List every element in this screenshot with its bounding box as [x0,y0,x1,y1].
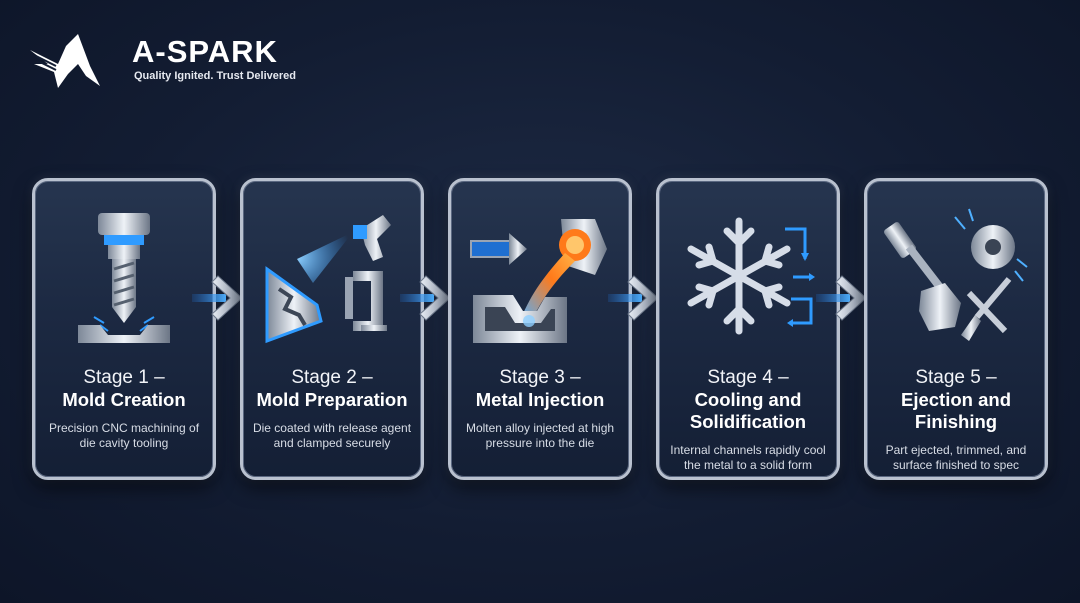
stage-label: Stage 1 – [83,367,165,388]
stage-label: Stage 5 – [915,367,997,388]
stage-label: Stage 4 – [707,367,789,388]
brand-header: A-SPARK Quality Ignited. Trust Delivered [28,30,296,92]
spray-clamp-icon [265,215,391,344]
stage-card-2: Stage 2 – Mold Preparation Die coated wi… [240,178,424,480]
stage-description: Molten alloy injected at high pressure i… [465,421,615,450]
stage-title: Ejection and Finishing [901,389,1011,432]
brand-tagline: Quality Ignited. Trust Delivered [134,70,296,82]
stage-label: Stage 3 – [499,367,581,388]
stage-card-1: Stage 1 – Mold Creation Precision CNC ma… [32,178,216,480]
stage-description: Part ejected, trimmed, and surface finis… [885,443,1027,472]
stage-description: Internal channels rapidly cool the metal… [670,443,826,472]
stage-card-5: Stage 5 – Ejection and Finishing Part ej… [864,178,1048,480]
eagle-logo-icon [30,34,100,88]
stage-title: Mold Preparation [256,389,408,410]
stage-title: Cooling and Solidification [689,389,807,432]
stage-title: Mold Creation [62,389,186,410]
injection-icon [470,219,607,343]
stage-description: Precision CNC machining of die cavity to… [48,421,200,450]
stage-card-4: Stage 4 – Cooling and Solidification Int… [656,178,840,480]
snowflake-icon [687,217,815,335]
stage-card-3: Stage 3 – Metal Injection Molten alloy i… [448,178,632,480]
stage-description: Die coated with release agent and clampe… [252,421,412,450]
cnc-mill-icon [78,213,170,343]
stage-title: Metal Injection [475,389,605,410]
finishing-tools-icon [884,208,1028,341]
stage-label: Stage 2 – [291,367,373,388]
brand-name: A-SPARK [132,34,278,69]
